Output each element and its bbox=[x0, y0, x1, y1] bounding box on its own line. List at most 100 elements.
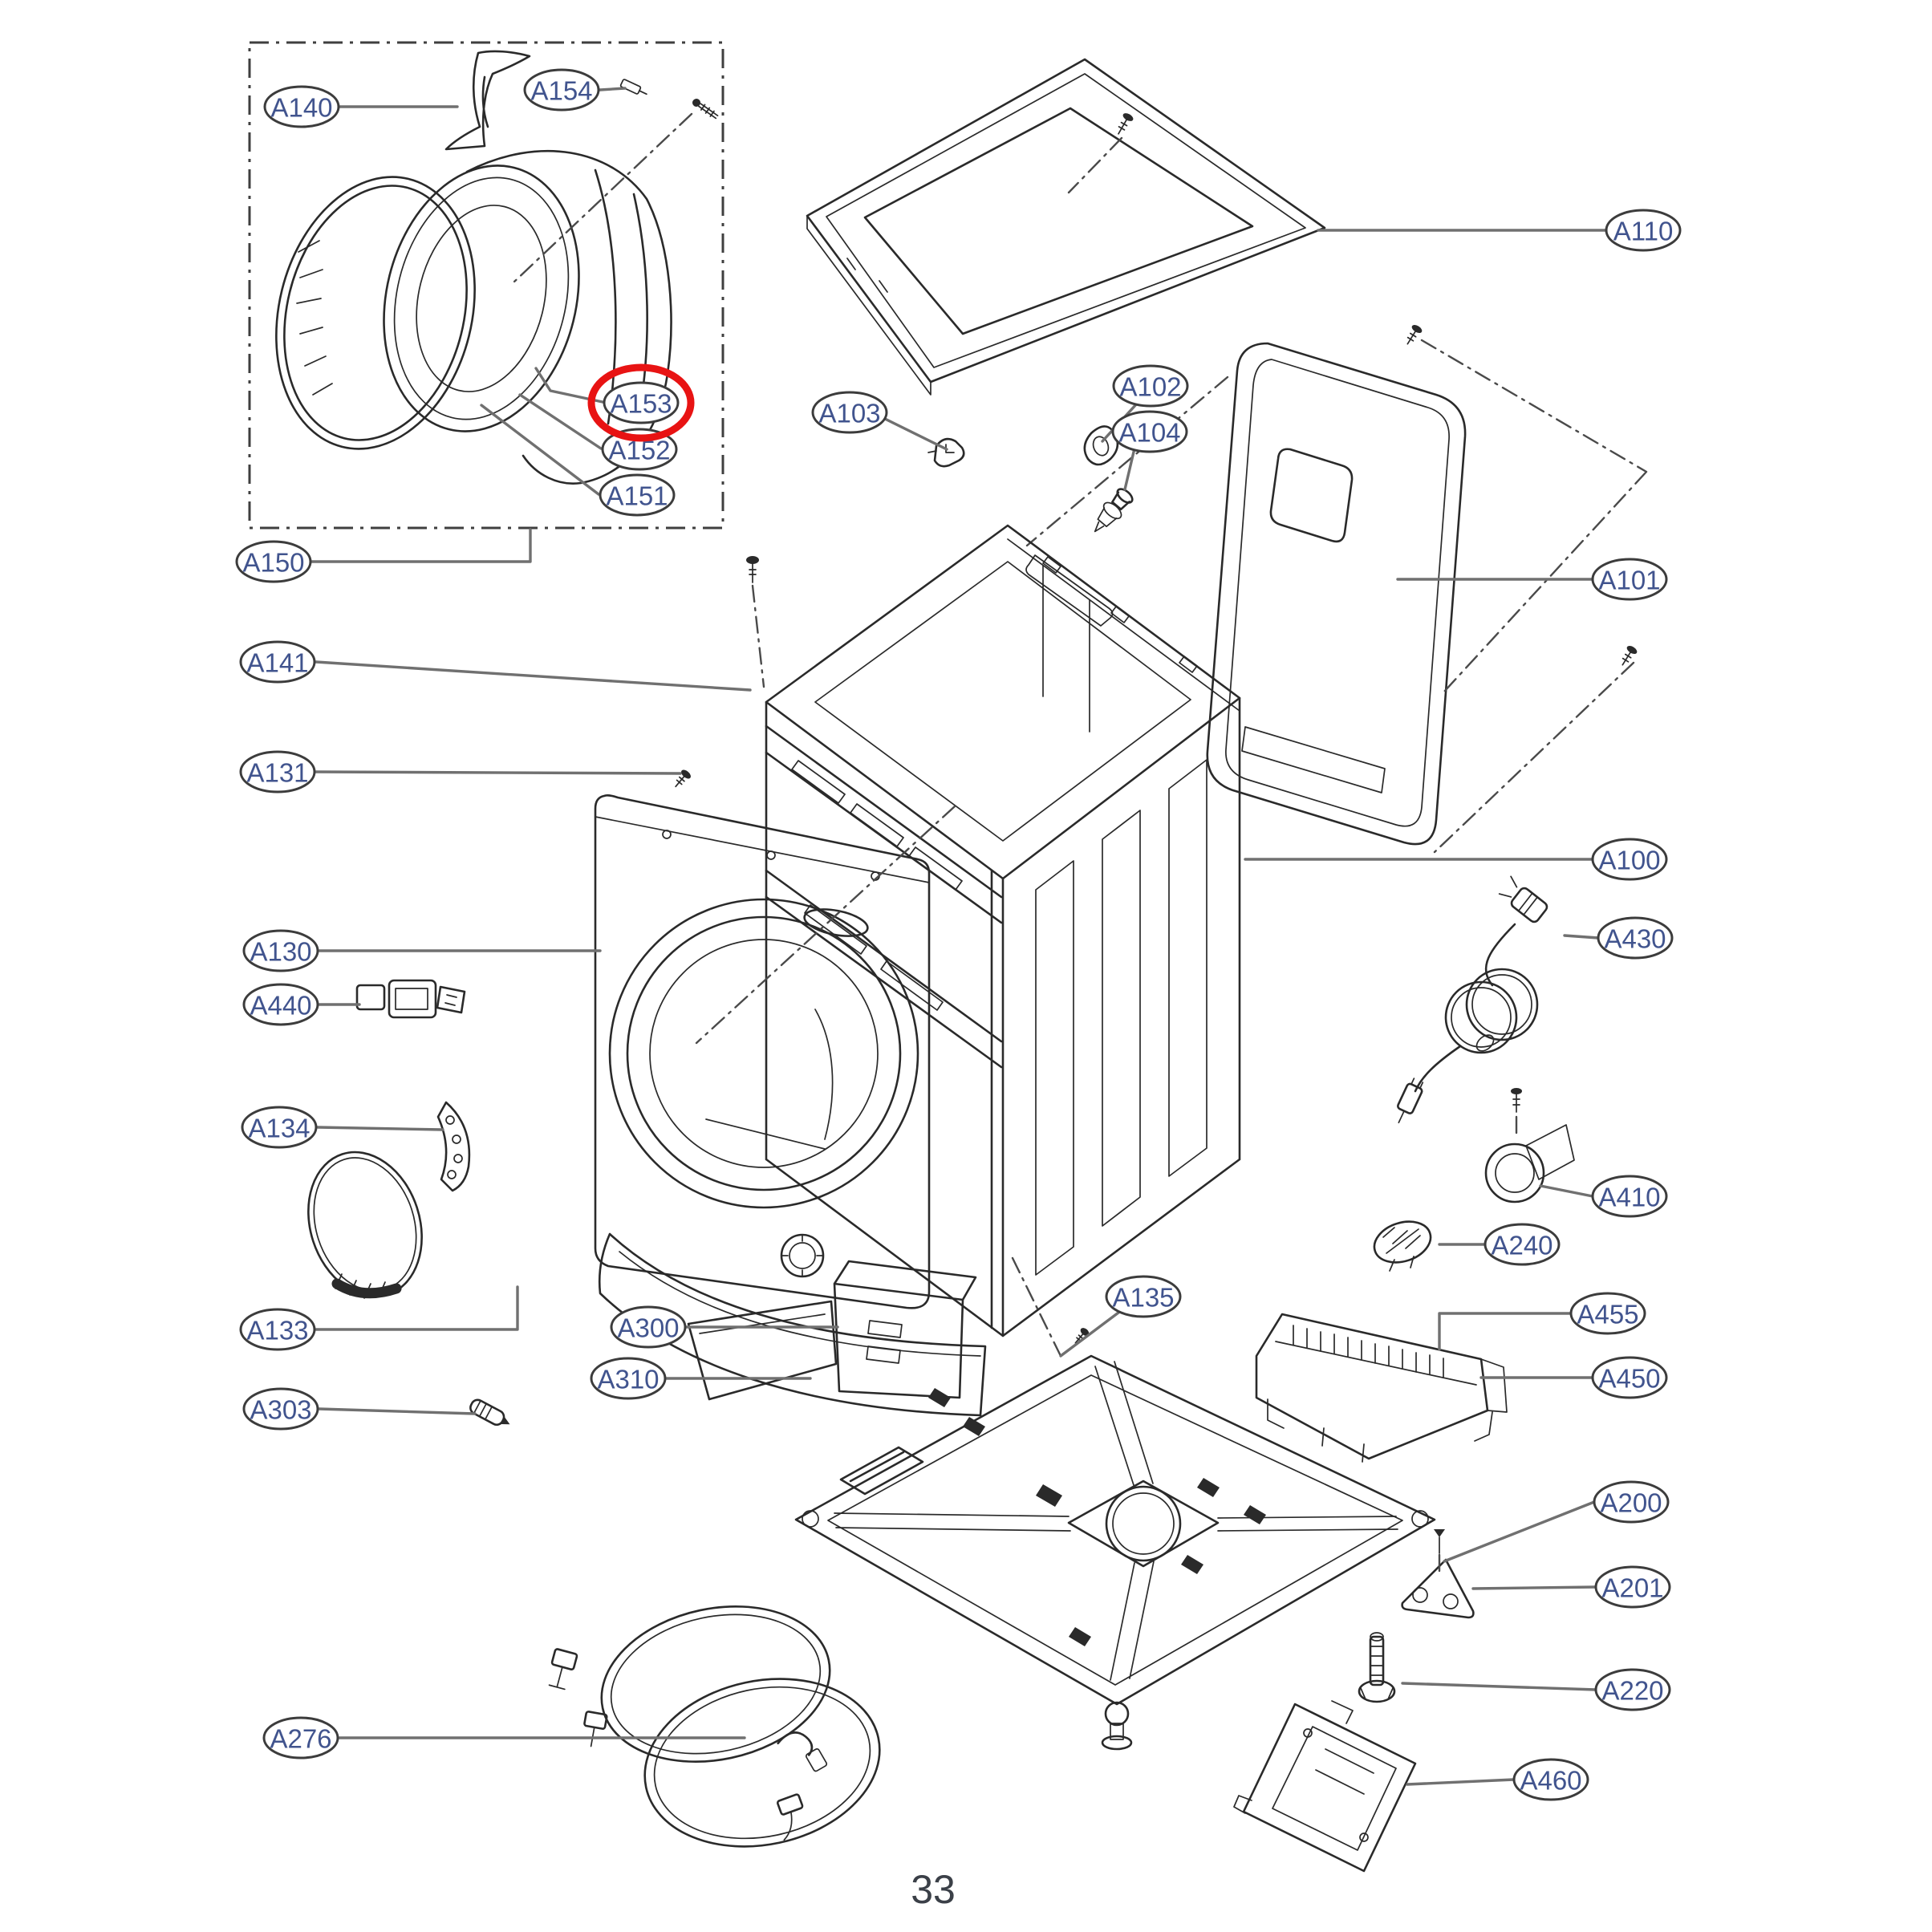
rear-screw-top bbox=[1406, 324, 1423, 345]
part-label-a440: A440 bbox=[242, 983, 319, 1026]
top-plate-assembly bbox=[806, 58, 1326, 396]
fitting-tube bbox=[548, 1666, 566, 1690]
cord-loop2-inner bbox=[1451, 987, 1512, 1048]
label-ellipse bbox=[603, 381, 680, 424]
cord-loop1-inner bbox=[1471, 974, 1532, 1035]
assembly-axis-front bbox=[695, 805, 956, 1045]
part-label-a134: A134 bbox=[241, 1106, 318, 1149]
leader-a153 bbox=[534, 367, 604, 404]
top-plate-opening bbox=[863, 107, 1254, 335]
label-ellipse bbox=[1591, 838, 1668, 881]
fitting-nut bbox=[550, 1648, 578, 1670]
lock-plug bbox=[436, 985, 466, 1014]
cabinet-assembly bbox=[675, 524, 1241, 1358]
label-ellipse bbox=[1105, 1275, 1182, 1318]
page-number: 33 bbox=[911, 1867, 956, 1912]
leader-a152 bbox=[518, 393, 603, 450]
leader-a134 bbox=[316, 1126, 444, 1131]
rear-panel-assembly bbox=[1025, 324, 1648, 854]
label-text: A440 bbox=[250, 991, 311, 1021]
cabinet-screw-a131 bbox=[675, 769, 691, 788]
part-label-a151: A151 bbox=[599, 473, 676, 517]
label-ellipse bbox=[590, 1357, 667, 1400]
leader-a133 bbox=[315, 1285, 519, 1331]
lock-body bbox=[388, 979, 437, 1019]
label-text: A134 bbox=[248, 1114, 310, 1143]
lock-inner bbox=[395, 988, 428, 1010]
leader-a154 bbox=[599, 87, 627, 91]
part-label-a101: A101 bbox=[1591, 558, 1668, 601]
leader-a151 bbox=[480, 404, 600, 496]
cross-ribs bbox=[834, 1361, 1398, 1681]
top-plate-inner-edge bbox=[826, 73, 1306, 368]
label-text: A455 bbox=[1577, 1300, 1638, 1329]
label-text: A101 bbox=[1598, 566, 1660, 595]
ring-hatch-texture bbox=[296, 240, 333, 396]
label-text: A110 bbox=[1613, 217, 1674, 246]
pump-a240 bbox=[1373, 1220, 1432, 1272]
part-label-a303: A303 bbox=[242, 1387, 319, 1431]
foot-base bbox=[1101, 1735, 1133, 1751]
fitting-nut bbox=[805, 1748, 828, 1772]
cord-clip-a103 bbox=[927, 437, 965, 468]
screw-threads bbox=[698, 103, 719, 120]
cabinet-edges bbox=[765, 696, 1241, 1337]
chamber-screw bbox=[1511, 1088, 1522, 1113]
label-text: A104 bbox=[1118, 418, 1180, 448]
clamp-hatch bbox=[335, 1273, 386, 1299]
label-text: A135 bbox=[1112, 1283, 1174, 1313]
part-label-a103: A103 bbox=[811, 391, 888, 434]
label-ellipse bbox=[523, 68, 600, 112]
grommet-a102 bbox=[1083, 425, 1119, 466]
part-label-a201: A201 bbox=[1594, 1565, 1671, 1609]
label-ellipse bbox=[1593, 1480, 1670, 1524]
cord-upper bbox=[1484, 923, 1516, 987]
top-plate-thickness bbox=[806, 215, 932, 396]
label-ellipse bbox=[242, 929, 319, 972]
door-opening-inner bbox=[649, 939, 879, 1168]
power-plug bbox=[1498, 875, 1548, 923]
label-text: A303 bbox=[250, 1395, 311, 1425]
assembly-axis-door bbox=[512, 112, 693, 284]
hose-coil2 bbox=[643, 1678, 881, 1848]
label-ellipse bbox=[1569, 1292, 1646, 1335]
part-label-a410: A410 bbox=[1591, 1175, 1668, 1218]
part-label-a310: A310 bbox=[590, 1357, 667, 1400]
label-ellipse bbox=[1591, 1356, 1668, 1399]
leader-a460 bbox=[1406, 1778, 1516, 1786]
bolt-tip bbox=[1370, 1632, 1384, 1642]
port-inner bbox=[789, 1242, 816, 1269]
part-label-a135: A135 bbox=[1105, 1275, 1182, 1318]
ring-inner-line bbox=[393, 177, 570, 420]
center-mount bbox=[1067, 1479, 1220, 1568]
screw-shaft bbox=[675, 776, 685, 788]
leveling-foot bbox=[1101, 1701, 1133, 1751]
screw-body bbox=[619, 79, 642, 95]
glass-line bbox=[416, 205, 547, 392]
label-text: A102 bbox=[1119, 372, 1181, 402]
bolt-threads bbox=[1370, 1646, 1384, 1676]
cord-loop2 bbox=[1444, 980, 1518, 1054]
screw-head bbox=[681, 769, 691, 779]
leader-a303 bbox=[318, 1407, 477, 1415]
latch-slot bbox=[803, 908, 869, 937]
coil-outer bbox=[643, 1678, 881, 1848]
front-panel-top-band bbox=[595, 816, 930, 883]
leader-a410 bbox=[1539, 1184, 1594, 1198]
assembly-axis-top-plate bbox=[1067, 136, 1123, 194]
chamber-bracket bbox=[1525, 1124, 1575, 1180]
valve-a104 bbox=[1094, 488, 1134, 533]
label-text: A154 bbox=[530, 76, 592, 106]
label-text: A103 bbox=[818, 399, 880, 428]
label-text: A151 bbox=[606, 481, 668, 511]
label-text: A200 bbox=[1600, 1488, 1662, 1518]
part-label-a130: A130 bbox=[242, 929, 319, 972]
part-label-a300: A300 bbox=[610, 1305, 687, 1349]
rail-slots bbox=[791, 760, 963, 1011]
label-text: A141 bbox=[246, 648, 308, 678]
screw-head bbox=[1411, 324, 1423, 334]
clip-detail bbox=[927, 444, 955, 453]
pump-detail bbox=[1382, 1227, 1421, 1272]
leader-a455 bbox=[1438, 1312, 1571, 1351]
